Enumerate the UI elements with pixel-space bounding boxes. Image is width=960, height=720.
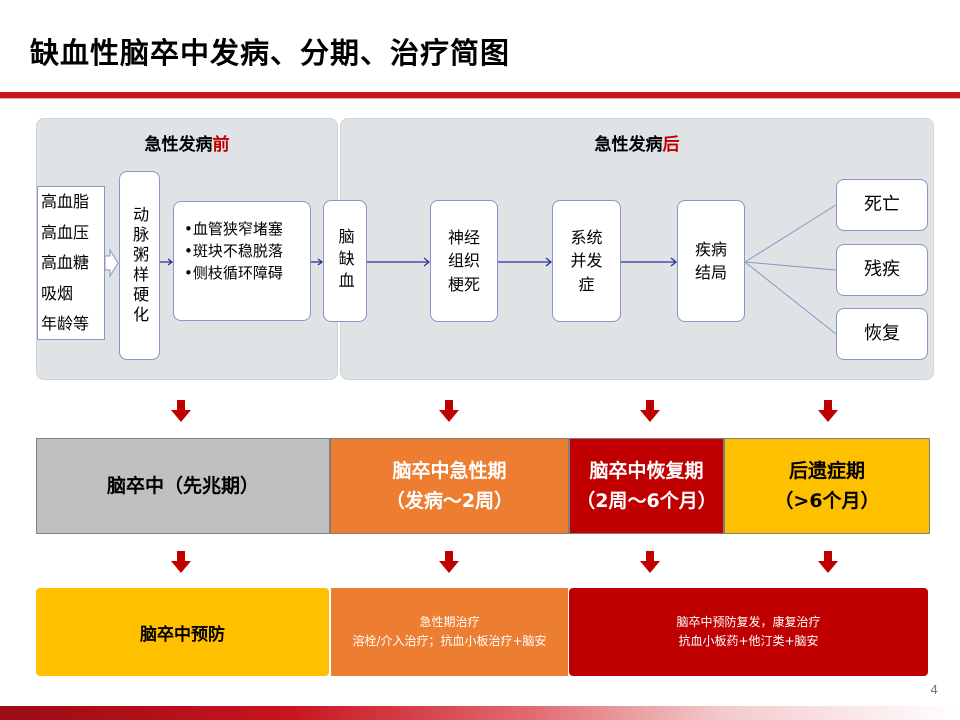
vessel-issues-box: •血管狭窄堵塞 •斑块不稳脱落 •侧枝循环障碍 [173, 201, 311, 321]
outcome-branches [744, 204, 837, 335]
pre-onset-title-main: 急性发病 [144, 135, 213, 155]
post-onset-title: 急性发病后 [340, 130, 934, 155]
infarct-line: 梗死 [447, 274, 480, 294]
phase-range: （发病～2周） [385, 490, 514, 512]
phase-recovery: 脑卒中恢复期 （2周～6个月） [569, 438, 724, 534]
complication-box: 系统 并发 症 [552, 200, 621, 322]
phase-acute: 脑卒中急性期 （发病～2周） [330, 438, 569, 534]
arrow-head-icon [317, 258, 324, 266]
treatment-recovery: 脑卒中预防复发，康复治疗 抗血小板药+他汀类+脑安 [569, 588, 928, 676]
branch-line [744, 204, 837, 263]
phase-sequelae: 后遗症期 （>6个月） [724, 438, 930, 534]
complication-line: 症 [578, 274, 595, 294]
page-title: 缺血性脑卒中发病、分期、治疗简图 [30, 36, 511, 70]
treatment-title: 脑卒中预防复发，康复治疗 [676, 615, 821, 629]
down-arrow-icon [171, 400, 191, 422]
outcome-box: 疾病 结局 [677, 200, 745, 322]
ischemia-box: 脑缺血 [323, 200, 367, 322]
down-arrow-icon [439, 400, 459, 422]
down-arrow-icon [640, 551, 660, 573]
branch-line [744, 261, 837, 335]
vessel-issue-item: •血管狭窄堵塞 [184, 220, 283, 238]
down-arrow-icon [171, 551, 191, 573]
ischemia-label: 脑缺血 [335, 228, 355, 294]
blue-arrows [160, 257, 678, 267]
down-arrow-icon [818, 551, 838, 573]
vessel-issue-item: •斑块不稳脱落 [184, 242, 283, 260]
phase-title: 脑卒中恢复期 [589, 460, 704, 482]
risk-factor-item: 高血脂 [41, 192, 90, 211]
red-down-arrows-row1 [171, 400, 838, 422]
outcome-death-label: 死亡 [864, 193, 900, 215]
page-number: 4 [930, 683, 938, 697]
atherosclerosis-label: 动脉粥样硬化 [130, 205, 150, 326]
treatment-prevention: 脑卒中预防 [36, 588, 329, 676]
outcome-death-box: 死亡 [836, 179, 928, 231]
risk-factor-list: 高血脂 高血压 高血糖 吸烟 年龄等 [37, 186, 105, 340]
phase-range: （>6个月） [774, 490, 880, 512]
title-divider [0, 92, 960, 98]
phase-title: 脑卒中急性期 [392, 460, 507, 482]
arrow-head-icon [423, 257, 431, 267]
arrow-head-icon [670, 257, 678, 267]
infarct-line: 组织 [447, 251, 480, 271]
branch-line [744, 261, 837, 271]
red-down-arrows-row2 [171, 551, 838, 573]
post-onset-title-accent: 后 [662, 135, 680, 155]
outcome-recovery-box: 恢复 [836, 308, 928, 360]
down-arrow-icon [439, 551, 459, 573]
outcome-line: 疾病 [694, 239, 727, 259]
risk-factor-item: 吸烟 [41, 283, 74, 303]
arrow-head-icon [545, 257, 553, 267]
hollow-arrow-icon [104, 248, 119, 278]
risk-factor-item: 高血压 [41, 222, 90, 242]
infarct-box: 神经 组织 梗死 [430, 200, 498, 322]
outcome-recovery-label: 恢复 [864, 322, 900, 344]
treatment-acute: 急性期治疗 溶栓/介入治疗；抗血小板治疗+脑安 [331, 588, 568, 676]
treatment-detail: 抗血小板药+他汀类+脑安 [678, 634, 819, 648]
pre-onset-title-accent: 前 [212, 135, 230, 155]
infarct-line: 神经 [447, 228, 480, 248]
phase-title: 后遗症期 [788, 460, 865, 482]
risk-factor-item: 高血糖 [41, 253, 90, 272]
post-onset-title-main: 急性发病 [594, 135, 663, 155]
outcome-disability-label: 残疾 [864, 258, 900, 280]
treatment-title: 急性期治疗 [419, 615, 480, 629]
down-arrow-icon [640, 400, 660, 422]
phase-range: （2周～6个月） [576, 490, 717, 512]
vessel-issue-item: •侧枝循环障碍 [184, 264, 283, 282]
treatment-title: 脑卒中预防 [140, 624, 225, 645]
risk-factor-item: 年龄等 [41, 314, 90, 333]
phase-title: 脑卒中（先兆期） [106, 475, 259, 497]
outcome-line: 结局 [694, 263, 727, 282]
arrow-head-icon [167, 258, 174, 266]
phase-prodromal: 脑卒中（先兆期） [36, 438, 330, 534]
complication-line: 并发 [570, 251, 603, 271]
atherosclerosis-box: 动脉粥样硬化 [119, 171, 160, 360]
footer-bar [0, 706, 960, 720]
title-divider-shadow [0, 98, 960, 99]
outcome-disability-box: 残疾 [836, 244, 928, 296]
treatment-detail: 溶栓/介入治疗；抗血小板治疗+脑安 [352, 634, 547, 648]
down-arrow-icon [818, 400, 838, 422]
pre-onset-title: 急性发病前 [36, 130, 338, 155]
complication-line: 系统 [570, 228, 603, 248]
